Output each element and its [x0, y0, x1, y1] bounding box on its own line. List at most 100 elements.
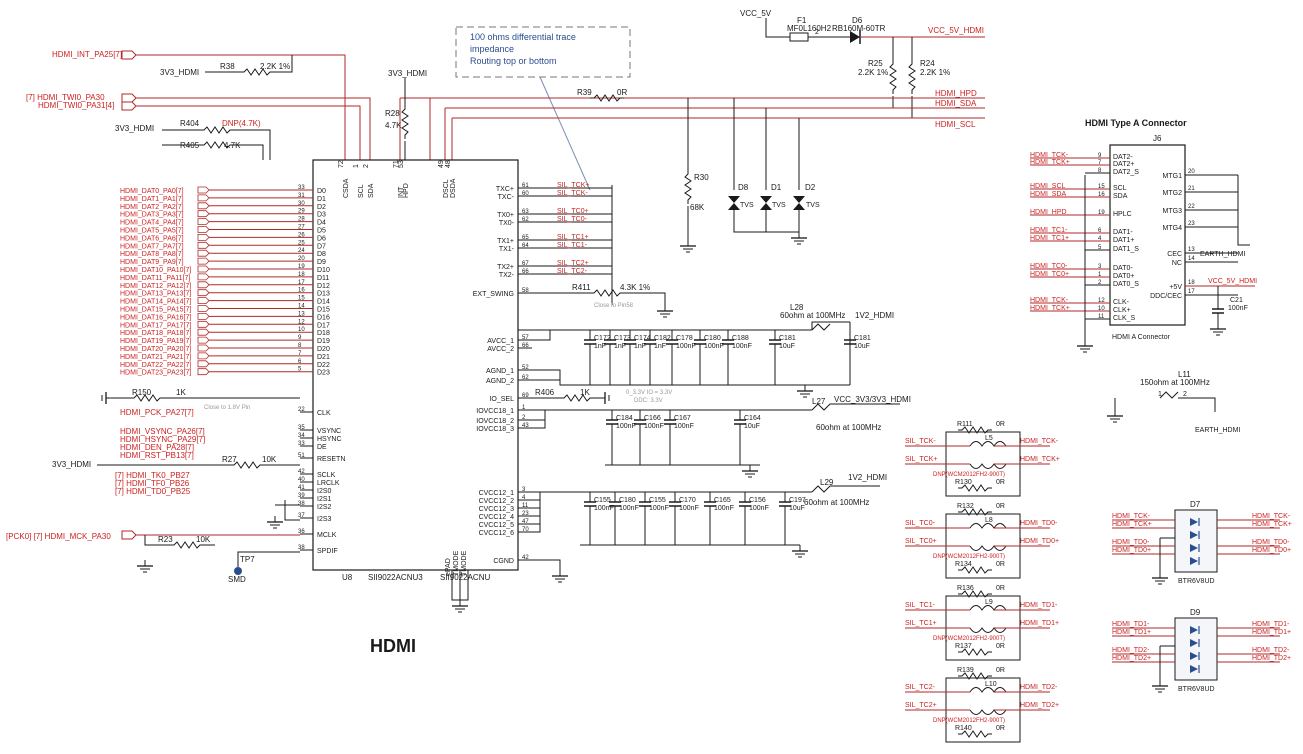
data-pin-name: D19: [317, 338, 330, 345]
sii9022-ic-body: [312, 159, 519, 571]
ic-left-pin-name: LRCLK: [317, 480, 340, 487]
choke-out-n: HDMI_TD1+: [1020, 620, 1059, 627]
choke-coil: [969, 441, 1007, 447]
connector-vcc: VCC_5V_HDMI: [1208, 278, 1257, 285]
choke-r-top-ref: R111: [957, 421, 973, 428]
data-pin-num: 19: [298, 264, 305, 270]
l29-ref: L29: [820, 478, 834, 487]
esd-diode-icon: [1190, 557, 1198, 565]
l29-value: 60ohm at 100MHz: [804, 498, 869, 507]
ic-left-pin-num: 35: [298, 425, 305, 431]
connector-net-label: HDMI_TCK+: [1030, 159, 1070, 166]
cap-ref: C167: [674, 415, 691, 422]
connector-net-label: HDMI_TCK+: [1030, 305, 1070, 312]
cap-ref: C166: [644, 415, 661, 422]
choke-part: DNP(WCM2012FH2-900T): [933, 554, 1005, 560]
data-pin-name: D22: [317, 362, 330, 369]
data-pin-num: 30: [298, 201, 305, 207]
data-net-label: HDMI_DAT20_PA20[7]: [120, 346, 191, 353]
data-net-label: HDMI_DAT0_PA0[7]: [120, 188, 184, 195]
connector-pin-name: NC: [1172, 260, 1182, 267]
tvs-d8-value: TVS: [740, 202, 754, 209]
ic-right-pin-name: CVCC12_6: [479, 530, 515, 537]
fuse-part: MF0L160H2: [787, 24, 832, 33]
data-net-label: HDMI_DAT8_PA8[7]: [120, 251, 184, 258]
choke-r-top-value: 0R: [996, 585, 1005, 592]
ic-right-pin-name: CGND: [493, 558, 514, 565]
data-pin-name: D7: [317, 243, 326, 250]
ic-left-pin-num: 38: [298, 545, 305, 551]
r23-value: 10K: [196, 535, 211, 544]
cap-value: 10uF: [789, 505, 805, 512]
connector-pin-name: +5V: [1169, 284, 1182, 291]
ic-part: SII9022ACNU3: [368, 573, 423, 582]
ic-top-pin-num: 72: [338, 160, 345, 168]
connector-pin-name: DAT0_S: [1113, 281, 1139, 288]
net-port-arrow: [197, 336, 210, 344]
ic-left-pin-num: 36: [298, 529, 305, 535]
connector-pin-num: 4: [1098, 236, 1102, 242]
hdmi-tk0-net: [7] HDMI_TK0_PB27: [115, 471, 190, 480]
connector-pin-num: 20: [1188, 169, 1195, 175]
esd-array-body: [1174, 617, 1218, 681]
ic-right-pin-name: TX1+: [497, 238, 514, 245]
ic-right-pin-name: CVCC12_3: [479, 506, 515, 513]
choke-r-bot-ref: R140: [955, 725, 972, 732]
ic-left-pin-num: 51: [298, 453, 305, 459]
ic-left-pin-name: DE: [317, 444, 327, 451]
ic-left-pin-num: 41: [298, 485, 305, 491]
data-pin-num: 12: [298, 319, 305, 325]
cap-value: 1nF: [654, 343, 666, 350]
tp7-ref: TP7: [240, 555, 255, 564]
esd-net-left: HDMI_TD0-: [1112, 539, 1150, 546]
net-port-arrow: [197, 368, 210, 376]
connector-pin-num: 22: [1188, 204, 1195, 210]
r150-value: 1K: [176, 388, 186, 397]
c21-value: 100nF: [1228, 305, 1248, 312]
esd-diode-icon: [1190, 639, 1198, 647]
choke-r-bot-ref: R137: [955, 643, 972, 650]
data-pin-num: 18: [298, 272, 305, 278]
r25-value: 2.2K 1%: [858, 68, 888, 77]
hdmi-vsync-net: HDMI_VSYNC_PA26[7]: [120, 427, 205, 436]
cap-value: 100nF: [704, 343, 724, 350]
net-port-arrow: [197, 320, 210, 328]
hdmi-hpd-net: HDMI_HPD: [935, 89, 977, 98]
connector-pin-name: DAT1+: [1113, 237, 1134, 244]
ic-left-pin-name: I2S3: [317, 516, 332, 523]
tx-net-label: SIL_TC1-: [557, 242, 588, 249]
ic-right-pin-name: AGND_2: [486, 378, 514, 385]
connector-net-label: HDMI_TC1+: [1030, 235, 1069, 242]
net-port-arrow: [197, 186, 210, 194]
tvs-d8-ref: D8: [738, 183, 749, 192]
choke-part: DNP(WCM2012FH2-900T): [933, 472, 1005, 478]
choke-out-p: HDMI_TCK-: [1020, 438, 1059, 445]
data-net-label: HDMI_DAT18_PA18[7]: [120, 330, 191, 337]
ic-right-pin-num: 61: [522, 183, 529, 189]
r25-ref: R25: [868, 59, 883, 68]
data-pin-num: 31: [298, 193, 305, 199]
esd-net-left: HDMI_TD1+: [1112, 629, 1151, 636]
data-pin-name: D21: [317, 354, 330, 361]
ic-top-pin-num: 49: [438, 160, 445, 168]
ic-left-pin-name: SPDIF: [317, 548, 338, 555]
ic-right-pin-name: TX0+: [497, 212, 514, 219]
data-pin-name: D15: [317, 307, 330, 314]
net-port-arrow: [197, 265, 210, 273]
cap-value: 10uF: [854, 343, 870, 350]
data-net-label: HDMI_DAT1_PA1[7]: [120, 196, 184, 203]
choke-r-bot-value: 0R: [996, 479, 1005, 486]
data-pin-num: 24: [298, 248, 305, 254]
choke-r-top-value: 0R: [996, 503, 1005, 510]
connector-pin-num: 19: [1098, 210, 1105, 216]
connector-pin-num: 12: [1098, 298, 1105, 304]
r28-ref: R28: [385, 109, 400, 118]
ic-right-pin-num: 66: [522, 269, 529, 275]
net-port-arrow: [197, 241, 210, 249]
ic-top-pin-name: INT: [398, 186, 405, 198]
net-port-arrow: [197, 328, 210, 336]
ic-right-pin-name: TXC-: [498, 194, 515, 201]
choke-ref: L9: [985, 599, 993, 606]
